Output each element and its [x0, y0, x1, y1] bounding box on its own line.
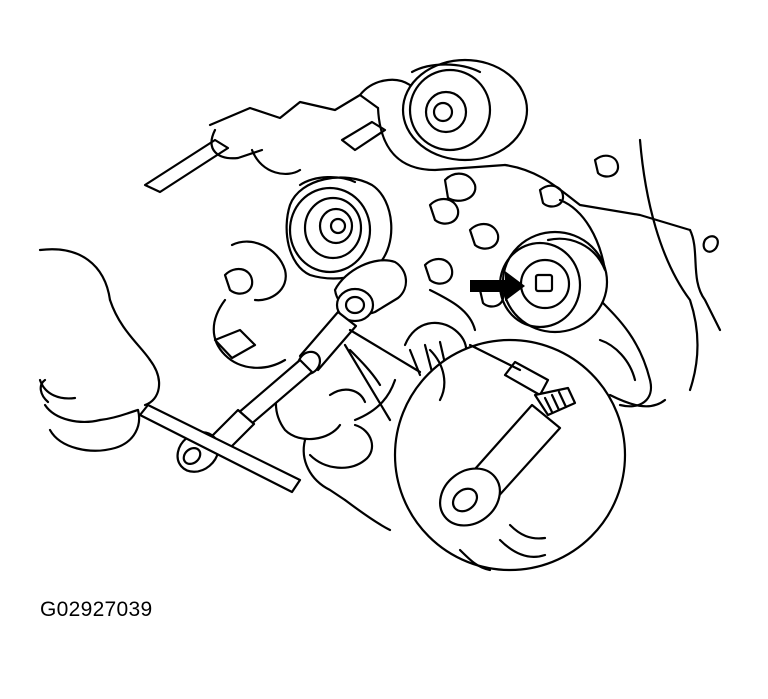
callout-lines	[343, 328, 422, 422]
engine-block	[143, 78, 722, 532]
arrow-right-icon	[470, 271, 525, 301]
detail-circle	[393, 338, 627, 572]
wrench-tool	[138, 310, 358, 494]
upper-pulley	[401, 58, 529, 162]
right-contour	[598, 338, 667, 408]
idler-pulley	[285, 176, 393, 280]
tensioner-bracket	[333, 259, 407, 323]
hand	[38, 248, 161, 452]
figure-code: G02927039	[40, 598, 153, 621]
